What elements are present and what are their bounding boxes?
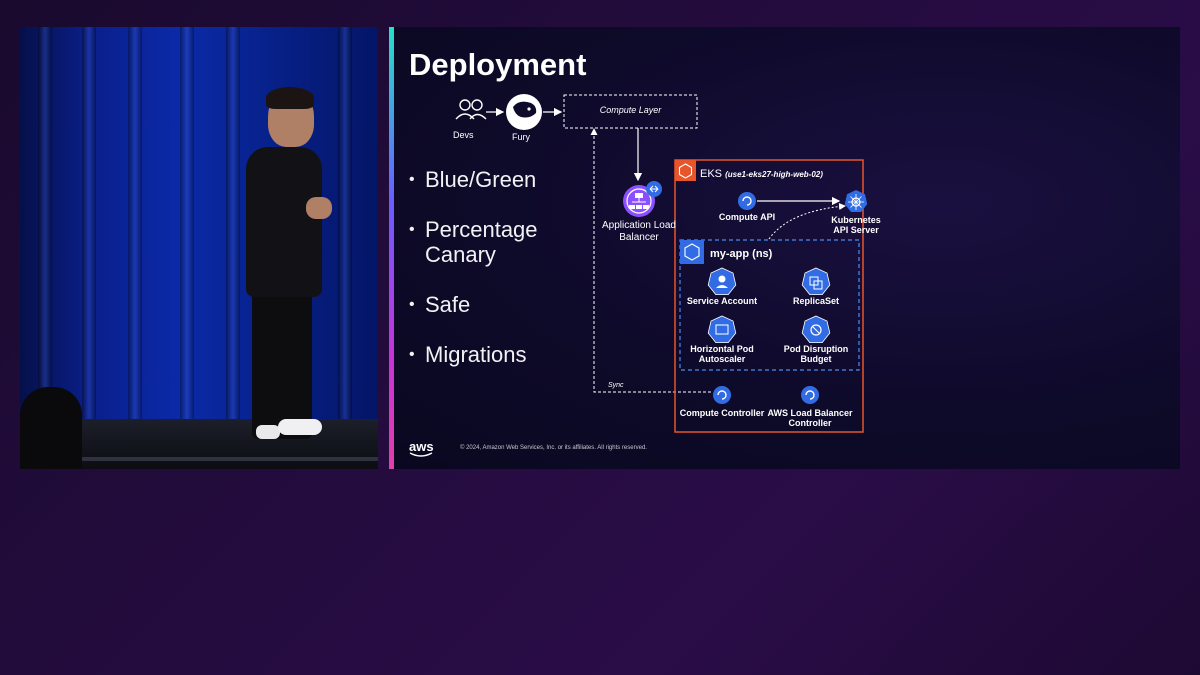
curtain-fold <box>226 27 240 419</box>
service-account-icon <box>707 267 737 295</box>
compute-controller-icon <box>713 386 731 404</box>
compute-layer-label: Compute Layer <box>599 105 662 115</box>
aws-logo: aws <box>409 439 434 457</box>
sync-label: Sync <box>608 382 624 389</box>
service-account-label: Service Account <box>686 296 758 306</box>
sync-path <box>590 128 711 393</box>
bear-icon <box>506 94 542 130</box>
hpa-label: Horizontal Pod Autoscaler <box>690 344 754 364</box>
stage-edge <box>20 457 378 461</box>
eks-title: EKS (use1-eks27-high-web-02) <box>700 168 823 180</box>
curtain-fold <box>128 27 142 419</box>
hpa-icon <box>707 315 737 343</box>
speaker-video <box>20 27 378 469</box>
speaker-shoe <box>278 419 322 435</box>
namespace-box <box>679 239 860 371</box>
devs-label: Devs <box>453 130 474 140</box>
helm-wheel-icon <box>844 190 868 212</box>
bullet-item: •Safe <box>409 292 471 317</box>
speaker-hair <box>266 87 314 109</box>
slide-title: Deployment <box>409 47 587 82</box>
bullet-item: •Percentage Canary <box>409 217 538 267</box>
eks-label: EKS <box>700 168 723 180</box>
replicaset-icon <box>801 267 831 295</box>
users-icon <box>455 99 487 120</box>
eks-cluster-box <box>674 159 864 433</box>
compute-api-label: Compute API <box>718 212 776 222</box>
curtain-fold <box>338 27 352 419</box>
eks-icon <box>675 160 696 181</box>
replicaset-label: ReplicaSet <box>792 296 840 306</box>
pdb-icon <box>801 315 831 343</box>
copyright-text: © 2024, Amazon Web Services, Inc. or its… <box>460 445 647 451</box>
speaker-shoe <box>256 425 280 439</box>
aws-lb-controller-icon <box>801 386 819 404</box>
speaker-torso <box>246 147 322 297</box>
architecture-diagram <box>455 94 868 433</box>
compute-controller-label: Compute Controller <box>679 408 765 418</box>
namespace-to-kube-arrow <box>768 203 846 240</box>
presentation-slide: Deployment •Blue/Green •Percentage Canar… <box>389 27 1180 469</box>
fury-label: Fury <box>512 132 530 142</box>
curtain-fold <box>38 27 52 419</box>
load-balancer-icon <box>623 181 662 217</box>
namespace-label: my-app (ns) <box>710 248 773 260</box>
compute-layer-box <box>563 94 698 129</box>
speaker-hands <box>306 197 332 219</box>
slide-accent-bar <box>389 27 394 469</box>
audience-member <box>20 387 82 469</box>
eks-cluster-name: (use1-eks27-high-web-02) <box>725 170 823 179</box>
alb-label: Application Load Balancer <box>602 220 676 243</box>
bullet-list: •Blue/Green •Percentage Canary •Safe •Mi… <box>409 167 555 392</box>
curtain-fold <box>180 27 194 419</box>
aws-lb-controller-label: AWS Load Balancer Controller <box>767 408 853 428</box>
bullet-item: •Blue/Green <box>409 167 537 192</box>
bullet-item: •Migrations <box>409 342 527 367</box>
curtain-fold <box>82 27 96 419</box>
kube-api-label: Kubernetes API Server <box>831 215 881 235</box>
refresh-icon <box>738 192 756 210</box>
pdb-label: Pod Disruption Budget <box>783 344 849 364</box>
speaker-legs <box>252 289 312 439</box>
